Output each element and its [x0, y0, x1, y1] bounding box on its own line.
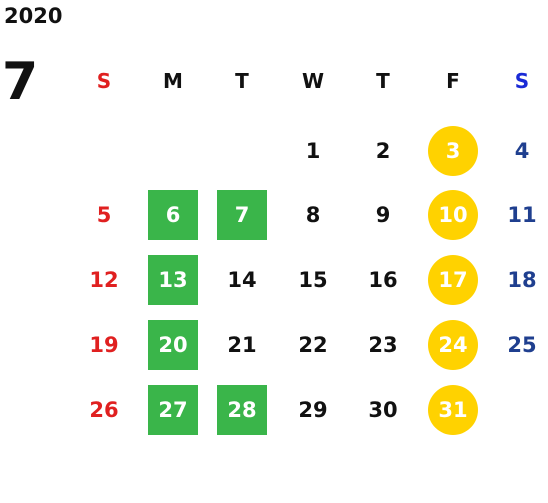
day-cell: 12 [89, 268, 119, 292]
day-cell-green: 13 [148, 255, 198, 305]
day-cell: 11 [507, 203, 537, 227]
day-cell: 16 [368, 268, 398, 292]
day-cell: 15 [298, 268, 328, 292]
weekday-header: S [514, 69, 530, 93]
day-cell: 18 [507, 268, 537, 292]
weekday-header: M [163, 69, 183, 93]
day-cell: 1 [305, 139, 321, 163]
day-cell-yellow: 31 [428, 385, 478, 435]
day-cell: 19 [89, 333, 119, 357]
day-cell: 29 [298, 398, 328, 422]
year-label: 2020 [4, 4, 63, 28]
day-cell: 30 [368, 398, 398, 422]
day-cell: 26 [89, 398, 119, 422]
day-cell-green: 27 [148, 385, 198, 435]
day-cell: 4 [514, 139, 530, 163]
weekday-header: F [446, 69, 460, 93]
day-cell-green: 20 [148, 320, 198, 370]
weekday-header: T [235, 69, 249, 93]
day-cell-yellow: 3 [428, 126, 478, 176]
day-cell-yellow: 24 [428, 320, 478, 370]
day-cell-yellow: 10 [428, 190, 478, 240]
weekday-header: T [376, 69, 390, 93]
day-cell: 5 [96, 203, 112, 227]
day-cell: 9 [375, 203, 391, 227]
day-cell-green: 6 [148, 190, 198, 240]
day-cell: 21 [227, 333, 257, 357]
day-cell: 23 [368, 333, 398, 357]
month-number: 7 [2, 52, 39, 112]
day-cell-green: 28 [217, 385, 267, 435]
day-cell: 22 [298, 333, 328, 357]
day-cell-green: 7 [217, 190, 267, 240]
day-cell: 8 [305, 203, 321, 227]
day-cell: 25 [507, 333, 537, 357]
day-cell-yellow: 17 [428, 255, 478, 305]
day-cell: 14 [227, 268, 257, 292]
day-cell: 2 [375, 139, 391, 163]
weekday-header: S [96, 69, 112, 93]
weekday-header: W [301, 69, 325, 93]
